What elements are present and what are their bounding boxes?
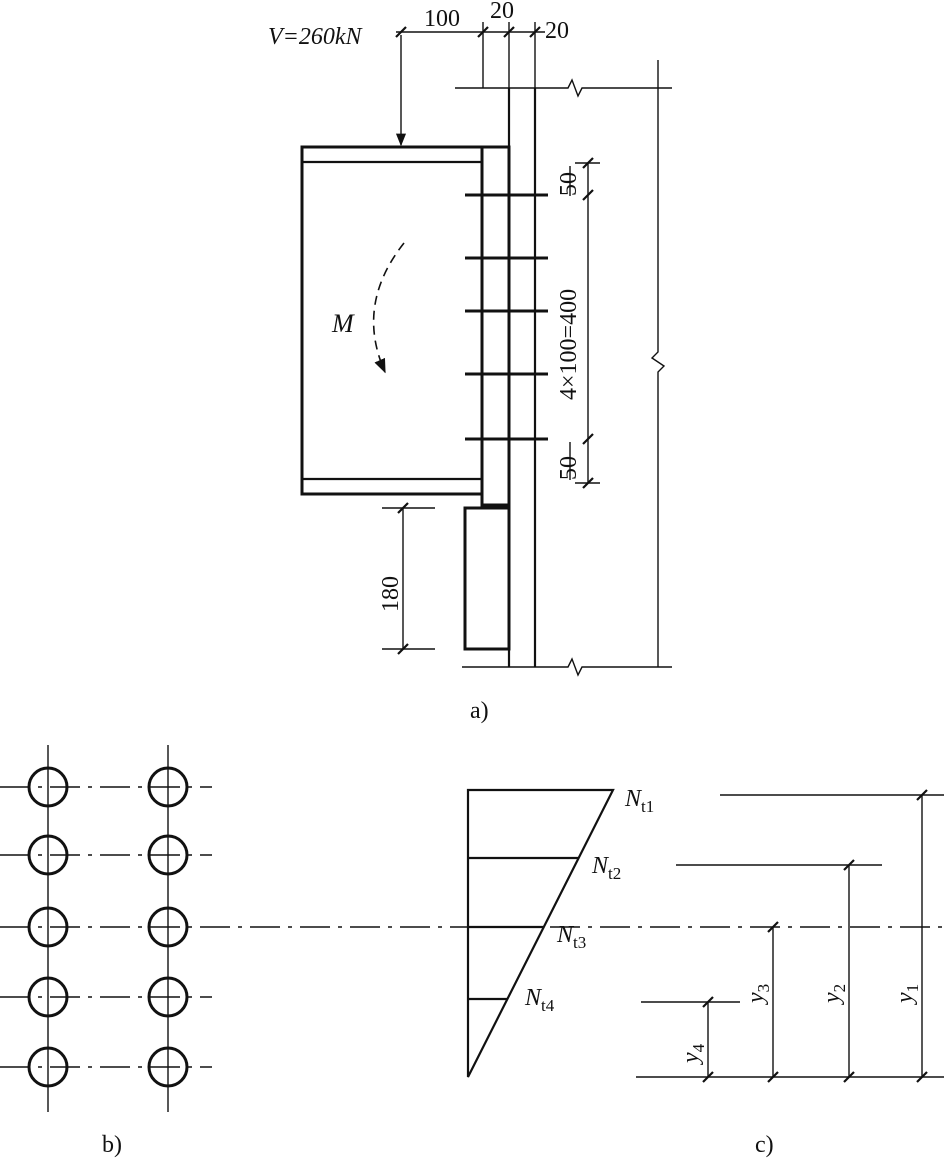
dim-tick xyxy=(503,26,515,38)
y1-label: y1 xyxy=(892,984,922,1005)
panel-a: V=260kN 100 20 20 50 4×100=400 50 180 xyxy=(268,0,672,724)
dim-tick xyxy=(397,643,409,655)
moment-arrow xyxy=(372,242,405,374)
dim-bolt-mid: 4×100=400 xyxy=(556,289,582,400)
dim-tick xyxy=(916,789,928,801)
y2-label: y2 xyxy=(819,984,849,1005)
force-label-4: Nt4 xyxy=(524,985,555,1015)
bolt-hole xyxy=(27,976,69,1018)
y4-label: y4 xyxy=(678,1043,708,1065)
load-label: V=260kN xyxy=(268,24,364,50)
panel-b-caption: b) xyxy=(102,1132,122,1158)
moment-label: M xyxy=(331,309,355,338)
beam-outline xyxy=(300,145,484,496)
support-bracket xyxy=(463,506,511,651)
dim-top-100: 100 xyxy=(424,6,460,32)
dim-top-20a: 20 xyxy=(490,0,514,24)
panel-a-caption: a) xyxy=(470,698,489,724)
panel-c: Nt1 Nt2 Nt3 Nt4 xyxy=(466,786,944,1158)
dim-bolt-top: 50 xyxy=(556,172,582,196)
dim-tick xyxy=(916,1071,928,1083)
bolt-hole xyxy=(147,976,189,1018)
dim-tick xyxy=(702,996,714,1008)
dim-tick xyxy=(843,859,855,871)
panel-b: b) xyxy=(0,745,944,1158)
dim-tick xyxy=(767,1071,779,1083)
bolt-row-group xyxy=(465,193,548,441)
force-triangle xyxy=(466,788,615,1078)
extent-line xyxy=(650,60,666,667)
dim-bracket: 180 xyxy=(378,576,404,612)
panel-c-caption: c) xyxy=(755,1132,774,1158)
bolt-hole xyxy=(27,834,69,876)
force-label-3: Nt3 xyxy=(556,922,586,952)
dim-tick xyxy=(477,26,489,38)
dim-tick xyxy=(397,502,409,514)
bolt-hole xyxy=(147,834,189,876)
dim-top-20b: 20 xyxy=(545,18,569,44)
dim-tick xyxy=(529,26,541,38)
dim-tick xyxy=(843,1071,855,1083)
end-plate xyxy=(480,145,511,507)
force-label-2: Nt2 xyxy=(591,853,621,883)
dim-tick xyxy=(582,433,594,445)
dim-tick xyxy=(582,477,594,489)
top-break-line xyxy=(455,78,672,98)
bolt-hole xyxy=(147,906,189,948)
dim-bolt-bottom: 50 xyxy=(556,456,582,480)
bolt-hole xyxy=(147,766,189,808)
force-label-1: Nt1 xyxy=(624,786,654,816)
bolt-hole xyxy=(27,766,69,808)
bottom-break-line xyxy=(462,657,672,677)
dim-tick xyxy=(702,1071,714,1083)
dim-tick xyxy=(582,189,594,201)
y3-label: y3 xyxy=(743,984,773,1005)
dim-tick xyxy=(395,26,407,38)
bolt-hole xyxy=(27,906,69,948)
dim-tick xyxy=(582,157,594,169)
bolt-hole xyxy=(27,1046,69,1088)
dim-tick xyxy=(767,921,779,933)
bolt-hole xyxy=(147,1046,189,1088)
